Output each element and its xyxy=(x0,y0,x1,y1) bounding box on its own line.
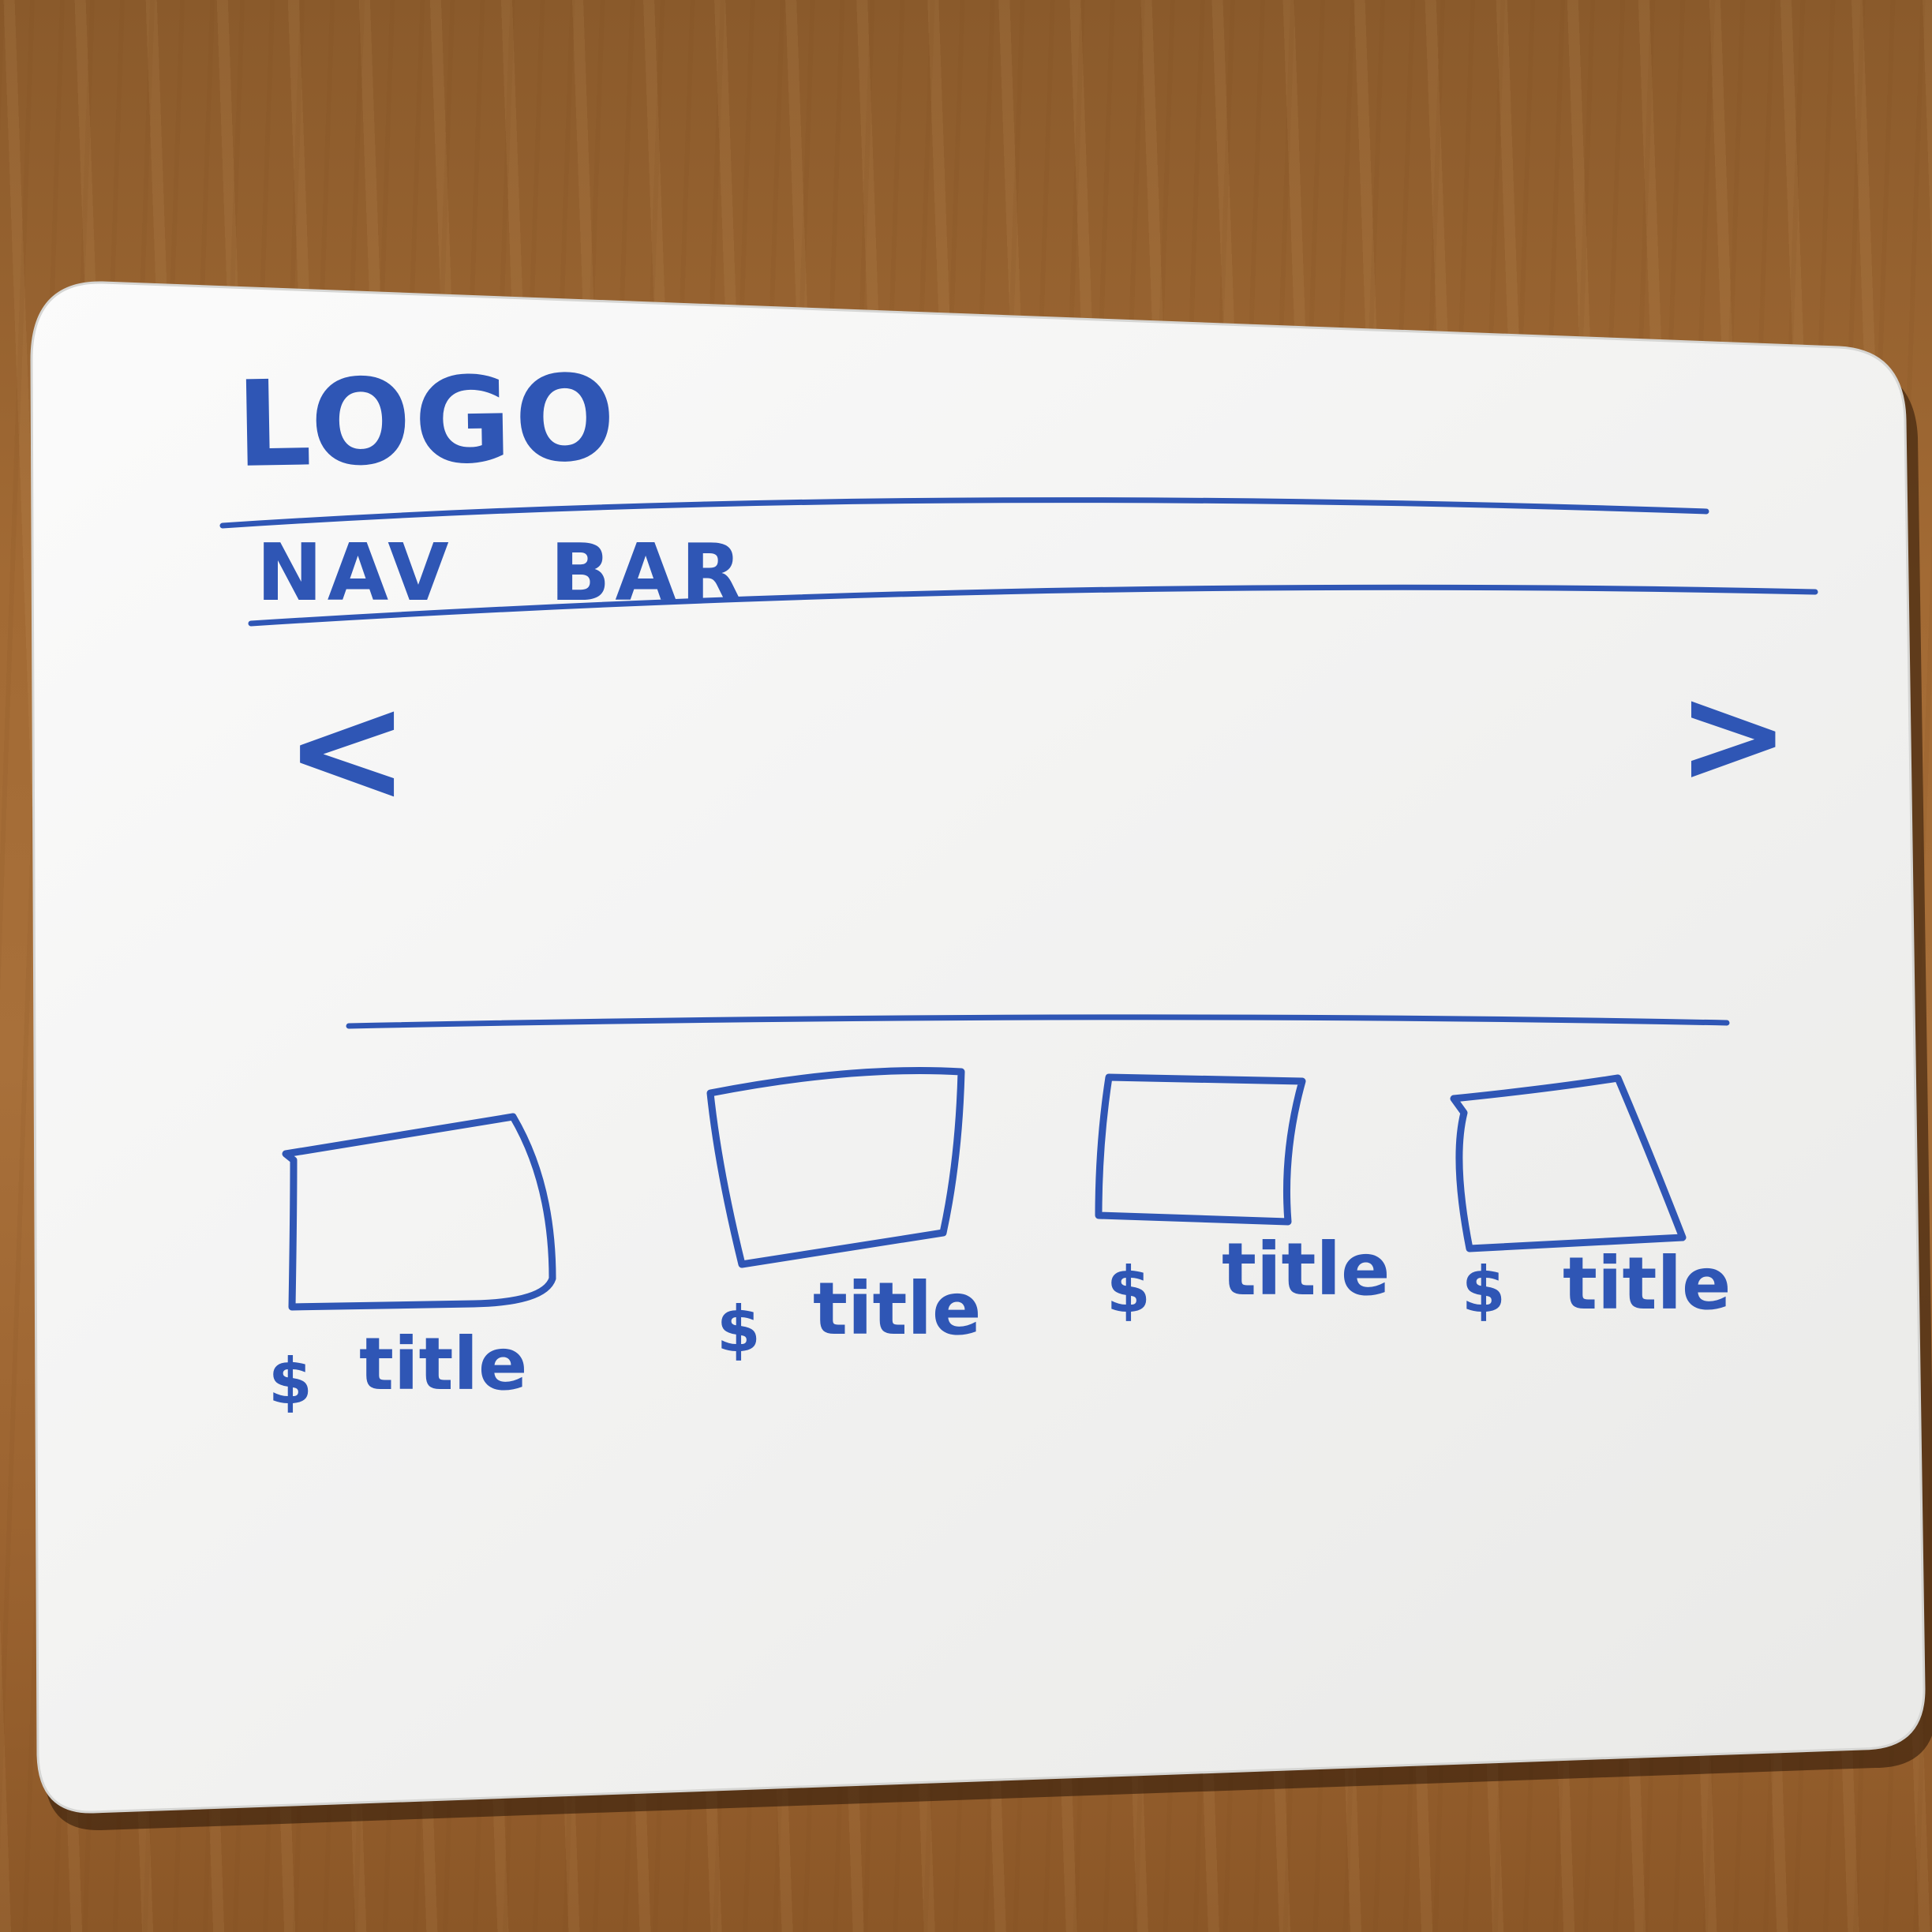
product-card[interactable]: $ title xyxy=(1095,1073,1390,1327)
product-price: $ xyxy=(1462,1253,1506,1327)
header: LOGO NAV BAR xyxy=(219,350,1818,627)
nav-bottom-divider xyxy=(248,584,1818,627)
product-price: $ xyxy=(268,1345,313,1418)
nav-top-divider xyxy=(219,497,1709,529)
product-image-placeholder xyxy=(282,1113,556,1311)
product-image-placeholder xyxy=(1095,1073,1306,1226)
product-image-placeholder xyxy=(1450,1074,1687,1252)
product-card[interactable]: $ title xyxy=(268,1113,556,1418)
nav-bar[interactable]: NAV BAR xyxy=(256,526,747,619)
carousel-bottom-divider xyxy=(346,1014,1730,1029)
product-price: $ xyxy=(1106,1253,1151,1327)
product-card[interactable]: $ title xyxy=(1450,1074,1731,1327)
product-grid: $ title $ title $ title $ title xyxy=(268,1067,1731,1418)
product-card[interactable]: $ title xyxy=(706,1067,981,1366)
product-title: title xyxy=(1563,1241,1731,1326)
product-title: title xyxy=(813,1267,981,1351)
carousel: < > xyxy=(284,657,1789,1029)
carousel-next-arrow-icon[interactable]: > xyxy=(1677,657,1789,814)
product-price: $ xyxy=(717,1293,761,1366)
carousel-prev-arrow-icon[interactable]: < xyxy=(284,662,410,837)
product-title: title xyxy=(359,1322,527,1406)
whiteboard xyxy=(30,281,1926,1814)
product-image-placeholder xyxy=(706,1067,965,1268)
product-title: title xyxy=(1222,1227,1390,1312)
logo[interactable]: LOGO xyxy=(235,350,620,494)
